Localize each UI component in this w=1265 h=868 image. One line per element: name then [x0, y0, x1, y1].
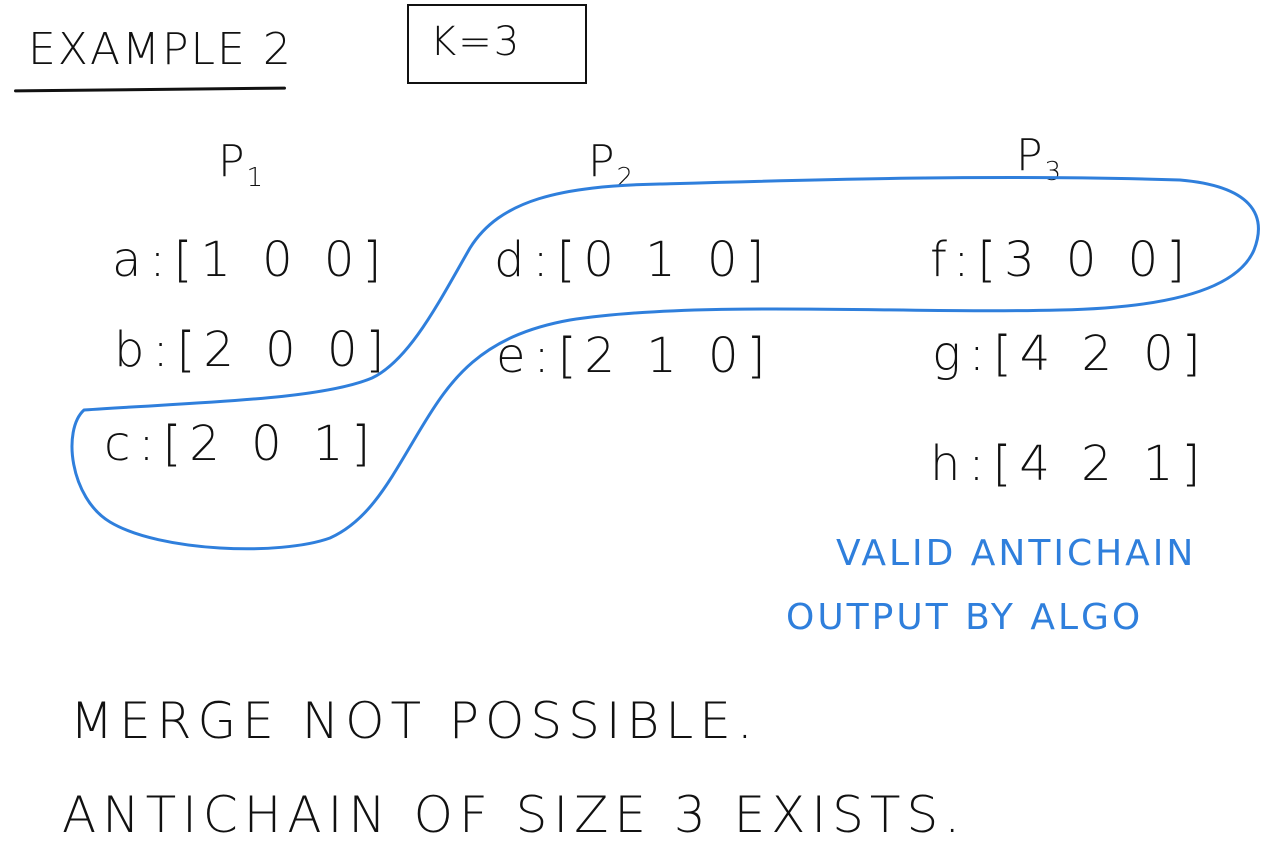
k-value-label: K=3 — [430, 19, 522, 65]
annotation-line-1: VALID ANTICHAIN — [836, 533, 1197, 574]
element-h: h:[4 2 1] — [930, 440, 1208, 488]
element-g: g:[4 2 0] — [932, 330, 1209, 378]
element-e-vector: [2 1 0] — [557, 328, 774, 384]
chain-header-p1-index: 1 — [246, 162, 266, 193]
element-h-vector: [4 2 1] — [992, 436, 1209, 492]
element-c-label: c: — [104, 416, 163, 472]
chain-header-p1-name: P — [218, 136, 247, 187]
chain-header-p1: P1 — [218, 140, 265, 191]
element-f-label: f: — [930, 232, 978, 288]
element-f: f:[3 0 0] — [930, 236, 1193, 284]
element-d: d:[0 1 0] — [494, 236, 772, 284]
annotation-line-2: OUTPUT BY ALGO — [786, 597, 1144, 638]
k-value-box — [407, 4, 587, 84]
element-a-label: a: — [112, 232, 174, 288]
conclusion-line-1: MERGE NOT POSSIBLE. — [70, 692, 759, 750]
element-a-vector: [1 0 0] — [173, 232, 390, 288]
element-g-vector: [4 2 0] — [992, 326, 1209, 382]
element-c-vector: [2 0 1] — [162, 416, 379, 472]
element-d-vector: [0 1 0] — [556, 232, 773, 288]
element-f-vector: [3 0 0] — [977, 232, 1193, 288]
element-d-label: d: — [494, 232, 557, 288]
element-c: c:[2 0 1] — [104, 420, 378, 468]
element-h-label: h: — [930, 436, 993, 492]
element-e: e:[2 1 0] — [496, 332, 773, 380]
element-b-label: b: — [114, 322, 177, 378]
element-a: a:[1 0 0] — [112, 236, 389, 284]
element-b-vector: [2 0 0] — [176, 322, 393, 378]
element-g-label: g: — [932, 326, 993, 382]
conclusion-line-2: ANTICHAIN OF SIZE 3 EXISTS. — [62, 786, 967, 844]
example-title: EXAMPLE 2 — [28, 24, 293, 75]
antichain-outline — [70, 175, 1260, 551]
chain-header-p3-name: P — [1016, 130, 1045, 181]
chain-header-p2-name: P — [588, 136, 617, 187]
element-b: b:[2 0 0] — [114, 326, 392, 374]
